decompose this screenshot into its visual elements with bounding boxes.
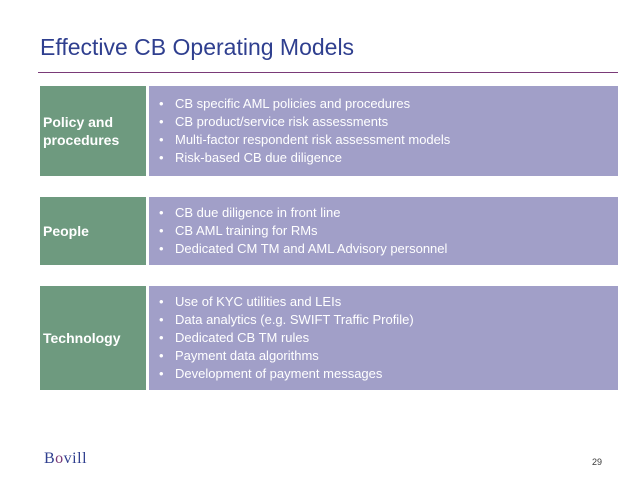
- bullet-text: Dedicated CB TM rules: [175, 330, 310, 345]
- bullet-text: Risk-based CB due diligence: [175, 150, 342, 165]
- bullet-text: CB product/service risk assessments: [175, 114, 389, 129]
- bullet-dot: •: [159, 330, 164, 345]
- row-label-technology: Technology: [40, 286, 146, 390]
- bullet-item: • Development of payment messages: [159, 365, 618, 383]
- bovill-logo: Bovill: [44, 450, 87, 468]
- bullet-dot: •: [159, 223, 164, 238]
- bullet-item: • CB specific AML policies and procedure…: [159, 95, 618, 113]
- row-people: People • CB due diligence in front line …: [40, 197, 618, 265]
- row-technology: Technology • Use of KYC utilities and LE…: [40, 286, 618, 390]
- page-number: 29: [591, 457, 602, 467]
- row-label-line: procedures: [43, 132, 120, 148]
- row-content-technology: • Use of KYC utilities and LEIs • Data a…: [149, 286, 618, 390]
- title-divider: [38, 72, 618, 73]
- bullet-item: • Dedicated CB TM rules: [159, 329, 618, 347]
- row-content-policy: • CB specific AML policies and procedure…: [149, 86, 618, 176]
- logo-letter: B: [44, 450, 56, 467]
- bullet-item: • Use of KYC utilities and LEIs: [159, 293, 618, 311]
- bullet-text: Multi-factor respondent risk assessment …: [175, 132, 451, 147]
- logo-letter-accent: o: [55, 450, 64, 467]
- bullet-dot: •: [159, 132, 164, 147]
- bullet-dot: •: [159, 205, 164, 220]
- bullet-item: • Payment data algorithms: [159, 347, 618, 365]
- bullet-item: • CB due diligence in front line: [159, 204, 618, 222]
- bullet-item: • Dedicated CM TM and AML Advisory perso…: [159, 240, 618, 258]
- row-policy-and-procedures: Policy and procedures • CB specific AML …: [40, 86, 618, 176]
- bullet-text: CB AML training for RMs: [175, 223, 318, 238]
- row-label-line: Policy and: [43, 114, 114, 130]
- row-label-line: Technology: [43, 330, 121, 346]
- row-content-people: • CB due diligence in front line • CB AM…: [149, 197, 618, 265]
- slide-title: Effective CB Operating Models: [40, 34, 355, 60]
- bullet-item: • Risk-based CB due diligence: [159, 149, 618, 167]
- bullet-text: CB specific AML policies and procedures: [175, 96, 411, 111]
- bullet-text: Payment data algorithms: [175, 348, 319, 363]
- bullet-text: Use of KYC utilities and LEIs: [175, 294, 342, 309]
- row-label-policy: Policy and procedures: [40, 86, 146, 176]
- bullet-dot: •: [159, 150, 164, 165]
- bullet-text: Development of payment messages: [175, 366, 383, 381]
- bullet-dot: •: [159, 366, 164, 381]
- bullet-dot: •: [159, 294, 164, 309]
- bullet-dot: •: [159, 348, 164, 363]
- row-label-line: People: [43, 223, 89, 239]
- bullet-text: Dedicated CM TM and AML Advisory personn…: [175, 241, 448, 256]
- bullet-item: • CB product/service risk assessments: [159, 113, 618, 131]
- bullet-item: • Multi-factor respondent risk assessmen…: [159, 131, 618, 149]
- bullet-dot: •: [159, 114, 164, 129]
- row-label-people: People: [40, 197, 146, 265]
- bullet-item: • CB AML training for RMs: [159, 222, 618, 240]
- bullet-dot: •: [159, 96, 164, 111]
- bullet-dot: •: [159, 312, 164, 327]
- bullet-dot: •: [159, 241, 164, 256]
- bullet-item: • Data analytics (e.g. SWIFT Traffic Pro…: [159, 311, 618, 329]
- logo-letters: vill: [63, 450, 88, 467]
- bullet-text: CB due diligence in front line: [175, 205, 341, 220]
- bullet-text: Data analytics (e.g. SWIFT Traffic Profi…: [175, 312, 414, 327]
